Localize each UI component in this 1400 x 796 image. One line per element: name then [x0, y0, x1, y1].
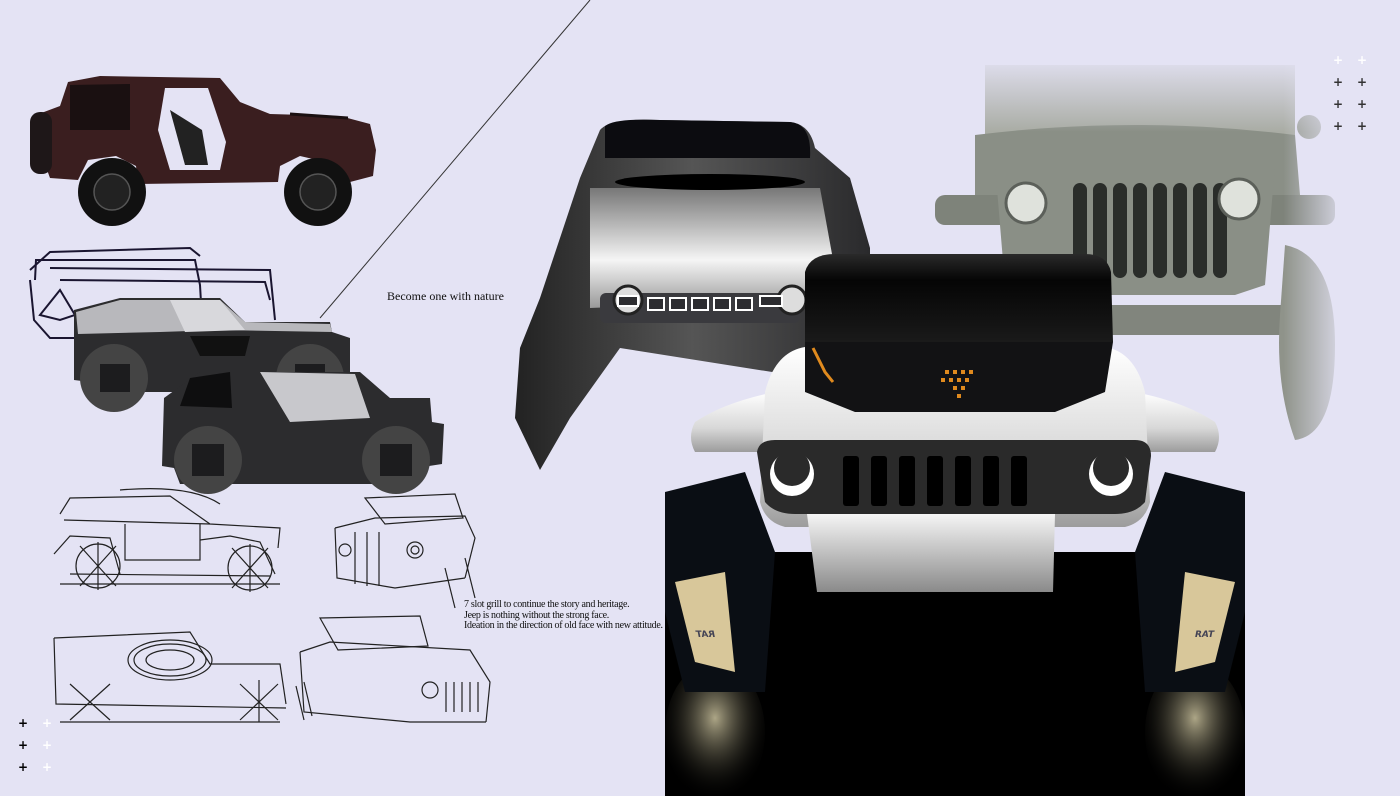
plus-icon: + — [41, 738, 53, 752]
note-line-3: Ideation in the direction of old face wi… — [464, 620, 663, 631]
tagline-caption: Become one with nature — [387, 289, 504, 303]
block-model-1-image — [29, 246, 350, 412]
plus-icon: + — [1332, 119, 1344, 133]
plus-icon: + — [17, 738, 29, 752]
plus-icon: + — [1356, 53, 1368, 67]
plus-icon: + — [41, 760, 53, 774]
block-model-2-image — [162, 372, 444, 494]
sketch-front-2-image — [295, 615, 491, 723]
plus-icon: + — [17, 760, 29, 774]
plus-grid-right: + + + + + + + + — [1332, 53, 1368, 133]
note-line-2: Jeep is nothing without the strong face. — [464, 609, 609, 621]
note-line-1: 7 slot grill to continue the story and h… — [464, 599, 630, 610]
plus-icon: + — [1332, 75, 1344, 89]
sketch-front-1-image — [334, 493, 476, 609]
design-notes: 7 slot grill to continue the story and h… — [464, 599, 663, 632]
plus-icon: + — [1332, 53, 1344, 67]
reference-suv-side-image — [30, 76, 376, 226]
plus-icon: + — [1356, 97, 1368, 111]
badge-right: RAT — [1195, 630, 1215, 640]
sketch-side-1-image — [53, 488, 281, 592]
plus-icon: + — [1356, 119, 1368, 133]
plus-icon: + — [1332, 97, 1344, 111]
plus-icon: + — [41, 716, 53, 730]
plus-icon: + — [1356, 75, 1368, 89]
plus-icon: + — [17, 716, 29, 730]
white-concept-render-image: RAT RAT — [665, 254, 1245, 796]
badge-left: RAT — [695, 630, 715, 640]
dark-concept-render-image — [515, 119, 870, 470]
sketch-side-2-image — [53, 631, 287, 723]
plus-grid-left: + + + + + + — [17, 716, 53, 774]
